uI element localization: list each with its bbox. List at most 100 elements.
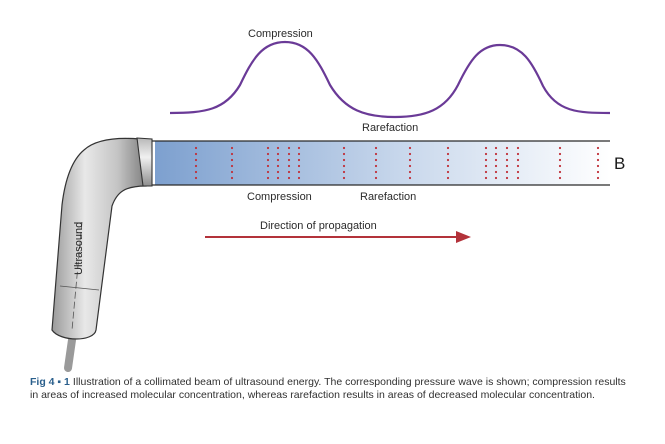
molecule-dot [287,146,291,150]
molecule-dot [342,170,346,174]
wave-rarefaction-label: Rarefaction [362,122,418,134]
caption-text: Illustration of a collimated beam of ult… [30,376,626,401]
molecule-dot [558,152,562,156]
molecule-dot [516,158,520,162]
molecule-dot [484,146,488,150]
molecule-dot [194,170,198,174]
molecule-dot [516,170,520,174]
molecule-dot [230,176,234,180]
molecule-dot [505,170,509,174]
molecule-dot [266,170,270,174]
molecule-dot [230,164,234,168]
molecule-dot [596,170,600,174]
molecule-dot [287,164,291,168]
molecule-dot [408,170,412,174]
molecule-dot [276,176,280,180]
molecule-dot [297,152,301,156]
molecule-dot [342,146,346,150]
molecule-dot [230,158,234,162]
molecule-dot [484,152,488,156]
molecule-dot [266,176,270,180]
molecule-dot [558,176,562,180]
molecule-dot [297,176,301,180]
molecule-dot [516,164,520,168]
molecule-dot [408,164,412,168]
molecule-dot [596,146,600,150]
transducer-seam [71,221,83,331]
molecule-dot [297,170,301,174]
molecule-dot [287,170,291,174]
molecule-dot [494,176,498,180]
molecule-dot [484,158,488,162]
molecule-dot [266,158,270,162]
molecule-dot [505,176,509,180]
molecule-dot [446,164,450,168]
molecule-dot [276,164,280,168]
molecule-dot [494,158,498,162]
transducer-head [136,137,153,187]
molecule-dot [287,158,291,162]
molecule-dot [276,152,280,156]
molecule-dot [374,158,378,162]
molecule-dot [516,146,520,150]
molecule-dot [276,146,280,150]
molecule-dot [297,146,301,150]
molecule-dot [446,152,450,156]
molecule-dot [297,164,301,168]
molecule-dot [266,152,270,156]
wave-compression-label: Compression [248,28,313,40]
molecule-dot [266,164,270,168]
molecule-dot [505,146,509,150]
molecule-dot [276,158,280,162]
molecule-dot [342,152,346,156]
molecule-dot [408,152,412,156]
molecule-dot [505,152,509,156]
molecule-dot [194,176,198,180]
molecule-dot [194,158,198,162]
molecule-dot [494,152,498,156]
molecule-dot [494,146,498,150]
molecule-dot [494,170,498,174]
ultrasound-beam [155,141,610,185]
molecule-dot [596,158,600,162]
molecule-dot [342,176,346,180]
molecule-dot [374,170,378,174]
molecule-dot [194,146,198,150]
molecule-dot [505,158,509,162]
molecule-dot [194,164,198,168]
molecule-dot [596,164,600,168]
beam-compression-label: Compression [247,191,312,203]
caption-figure-number: Fig 4 ▪ 1 [30,376,70,388]
beam-b-label: B [614,154,625,173]
molecule-dot [408,158,412,162]
molecule-dot [287,152,291,156]
molecule-dot [276,170,280,174]
molecule-dot [287,176,291,180]
molecule-dot [374,176,378,180]
molecule-dot [446,176,450,180]
molecule-dot [374,146,378,150]
molecule-dot [408,176,412,180]
molecule-dot [558,170,562,174]
transducer-label: Ultrasound [73,222,85,275]
transducer-grip-line [59,285,100,291]
transducer-handle [51,137,147,340]
direction-arrow-head [456,231,471,243]
molecule-dot [558,164,562,168]
molecule-dot [194,152,198,156]
direction-label: Direction of propagation [260,220,377,232]
molecule-dot [516,176,520,180]
molecule-dot [266,146,270,150]
molecule-dot [230,170,234,174]
molecule-dot [558,146,562,150]
molecule-dot [342,164,346,168]
molecule-dot [505,164,509,168]
ultrasound-transducer: Ultrasound [51,137,153,372]
molecule-dot [484,164,488,168]
molecule-dot [446,146,450,150]
molecule-dot [446,158,450,162]
molecule-dot [494,164,498,168]
molecule-dot [516,152,520,156]
